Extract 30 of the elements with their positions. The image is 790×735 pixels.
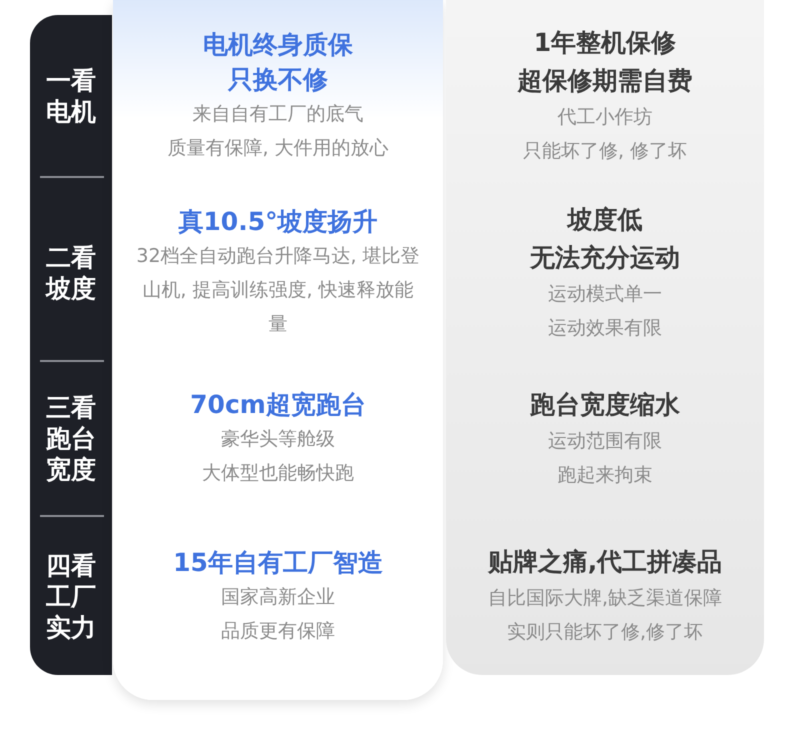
advantage-heading: 15年自有工厂智造 [173, 546, 383, 578]
drawback-heading: 贴牌之痛,代工拼凑品 [488, 546, 722, 578]
advantage-description: 品质更有保障 [221, 618, 335, 644]
drawback-heading: 跑台宽度缩水 [530, 388, 680, 420]
category-label: 三看跑台宽度 [45, 392, 97, 485]
drawback-heading: 无法充分运动 [530, 242, 680, 274]
advantage-heading: 70cm超宽跑台 [190, 389, 366, 421]
advantage-heading: 只换不修 [228, 64, 328, 96]
advantage-heading: 电机终身质保 [203, 29, 353, 61]
drawback-description: 实则只能坏了修,修了坏 [506, 620, 704, 645]
drawback-heading: 超保修期需自费 [518, 65, 692, 97]
drawback-description: 只能坏了修, 修了坏 [522, 139, 688, 164]
advantage-description: 质量有保障, 大件用的放心 [167, 136, 389, 161]
advantage-description: 32档全自动跑台升降马达, 堪比登山机, 提高训练强度, 快速释放能量 [135, 244, 421, 337]
advantage-description: 大体型也能畅快跑 [202, 461, 354, 486]
drawback-description: 代工小作坊 [558, 105, 652, 130]
drawback-heading: 坡度低 [568, 204, 642, 236]
category-label: 一看电机 [45, 65, 97, 127]
drawback-heading: 1年整机保修 [534, 27, 676, 59]
drawback-description: 运动效果有限 [548, 316, 662, 340]
advantage-description: 国家高新企业 [221, 584, 335, 610]
advantage-description: 豪华头等舱级 [221, 427, 335, 452]
advantage-heading: 真10.5°坡度扬升 [178, 206, 378, 238]
category-label: 二看坡度 [44, 242, 97, 304]
drawback-description: 跑起来拘束 [558, 462, 652, 488]
drawback-description: 运动模式单一 [548, 282, 662, 306]
drawback-description: 运动范围有限 [548, 428, 662, 454]
advantage-description: 来自自有工厂的底气 [192, 102, 364, 127]
category-label: 四看工厂实力 [45, 550, 97, 642]
drawback-description: 自比国际大牌,缺乏渠道保障 [488, 586, 722, 611]
